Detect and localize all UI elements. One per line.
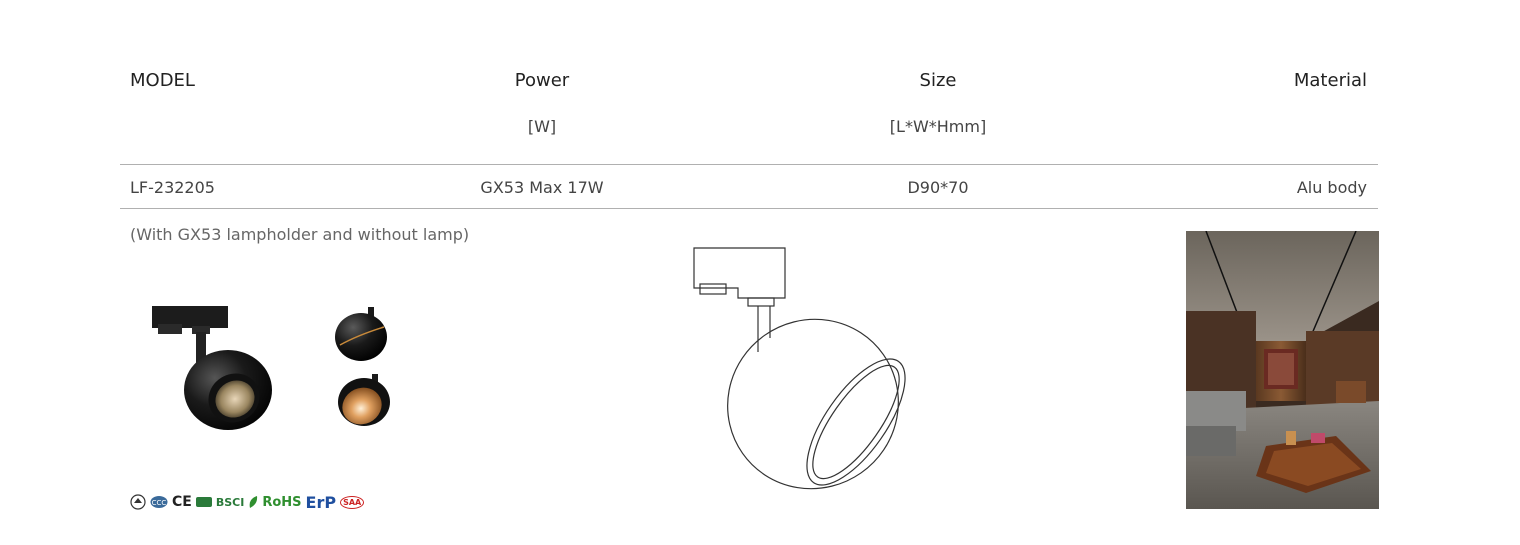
- product-photo-black-shade: [335, 307, 387, 361]
- header-power: Power: [514, 70, 570, 91]
- safety-mark-icon: [130, 494, 146, 510]
- interior-photo-image: [1186, 231, 1379, 509]
- interior-photo: [1186, 231, 1379, 509]
- bsci-mark: BSCI: [215, 495, 245, 509]
- product-photo-track-light: [152, 306, 272, 430]
- table-rule-top: [120, 164, 1378, 165]
- cell-size: D90*70: [907, 178, 969, 197]
- product-photo-gold-shade: [338, 374, 390, 426]
- lampholder-note: (With GX53 lampholder and without lamp): [130, 225, 470, 244]
- ccc-mark-icon: CCC: [150, 496, 168, 508]
- technical-drawing: [693, 247, 906, 490]
- bsci-logo-icon: [195, 497, 212, 507]
- certification-marks: CCC CE BSCI RoHS ErP SAA: [130, 491, 365, 513]
- header-model: MODEL: [130, 70, 195, 91]
- cell-material: Alu body: [1296, 178, 1367, 197]
- cell-model: LF-232205: [130, 178, 215, 197]
- ce-mark: CE: [172, 494, 192, 510]
- rohs-leaf-icon: [249, 496, 258, 508]
- saa-mark: SAA: [340, 495, 365, 509]
- header-material: Material: [1293, 70, 1367, 91]
- unit-size: [L*W*Hmm]: [889, 117, 987, 136]
- table-rule-bottom: [120, 208, 1378, 209]
- unit-power: [W]: [527, 117, 557, 136]
- rohs-mark: RoHS: [262, 494, 302, 510]
- header-size: Size: [919, 70, 957, 91]
- cell-power: GX53 Max 17W: [480, 178, 604, 197]
- svg-text:CCC: CCC: [152, 499, 167, 507]
- erp-mark: ErP: [305, 492, 337, 512]
